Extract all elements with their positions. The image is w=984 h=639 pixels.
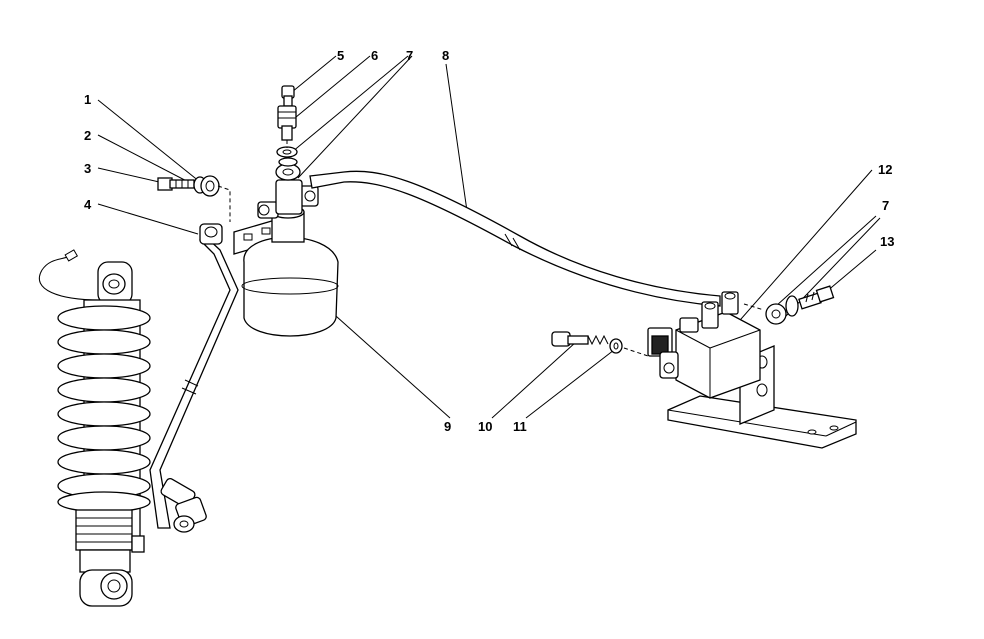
bleed-valve-assembly [276,85,298,167]
callout-labels: 1 2 3 4 5 6 7 8 9 10 11 12 7 13 [84,48,894,434]
accumulator-sphere [233,163,339,337]
callout-6: 6 [371,48,378,63]
callout-2: 2 [84,128,91,143]
callout-11: 11 [513,419,527,434]
shock-absorber-assembly [39,249,151,607]
callout-4: 4 [84,197,92,212]
solenoid-valve-block [647,291,857,449]
callout-7-top: 7 [406,48,413,63]
rigid-pipe [309,170,721,307]
mounting-bolt-and-spacer [551,331,649,357]
banjo-bolt-and-washers [157,175,231,222]
callout-10: 10 [478,419,492,434]
hose-shock-to-accumulator [149,223,239,533]
callout-12: 12 [878,162,892,177]
callout-3: 3 [84,161,91,176]
valve-outlet-fitting [743,285,835,325]
callout-9: 9 [444,419,451,434]
callout-8: 8 [442,48,449,63]
callout-5: 5 [337,48,344,63]
callout-1: 1 [84,92,91,107]
callout-13: 13 [880,234,894,249]
coil-spring [57,305,151,513]
callout-7-right: 7 [882,198,889,213]
